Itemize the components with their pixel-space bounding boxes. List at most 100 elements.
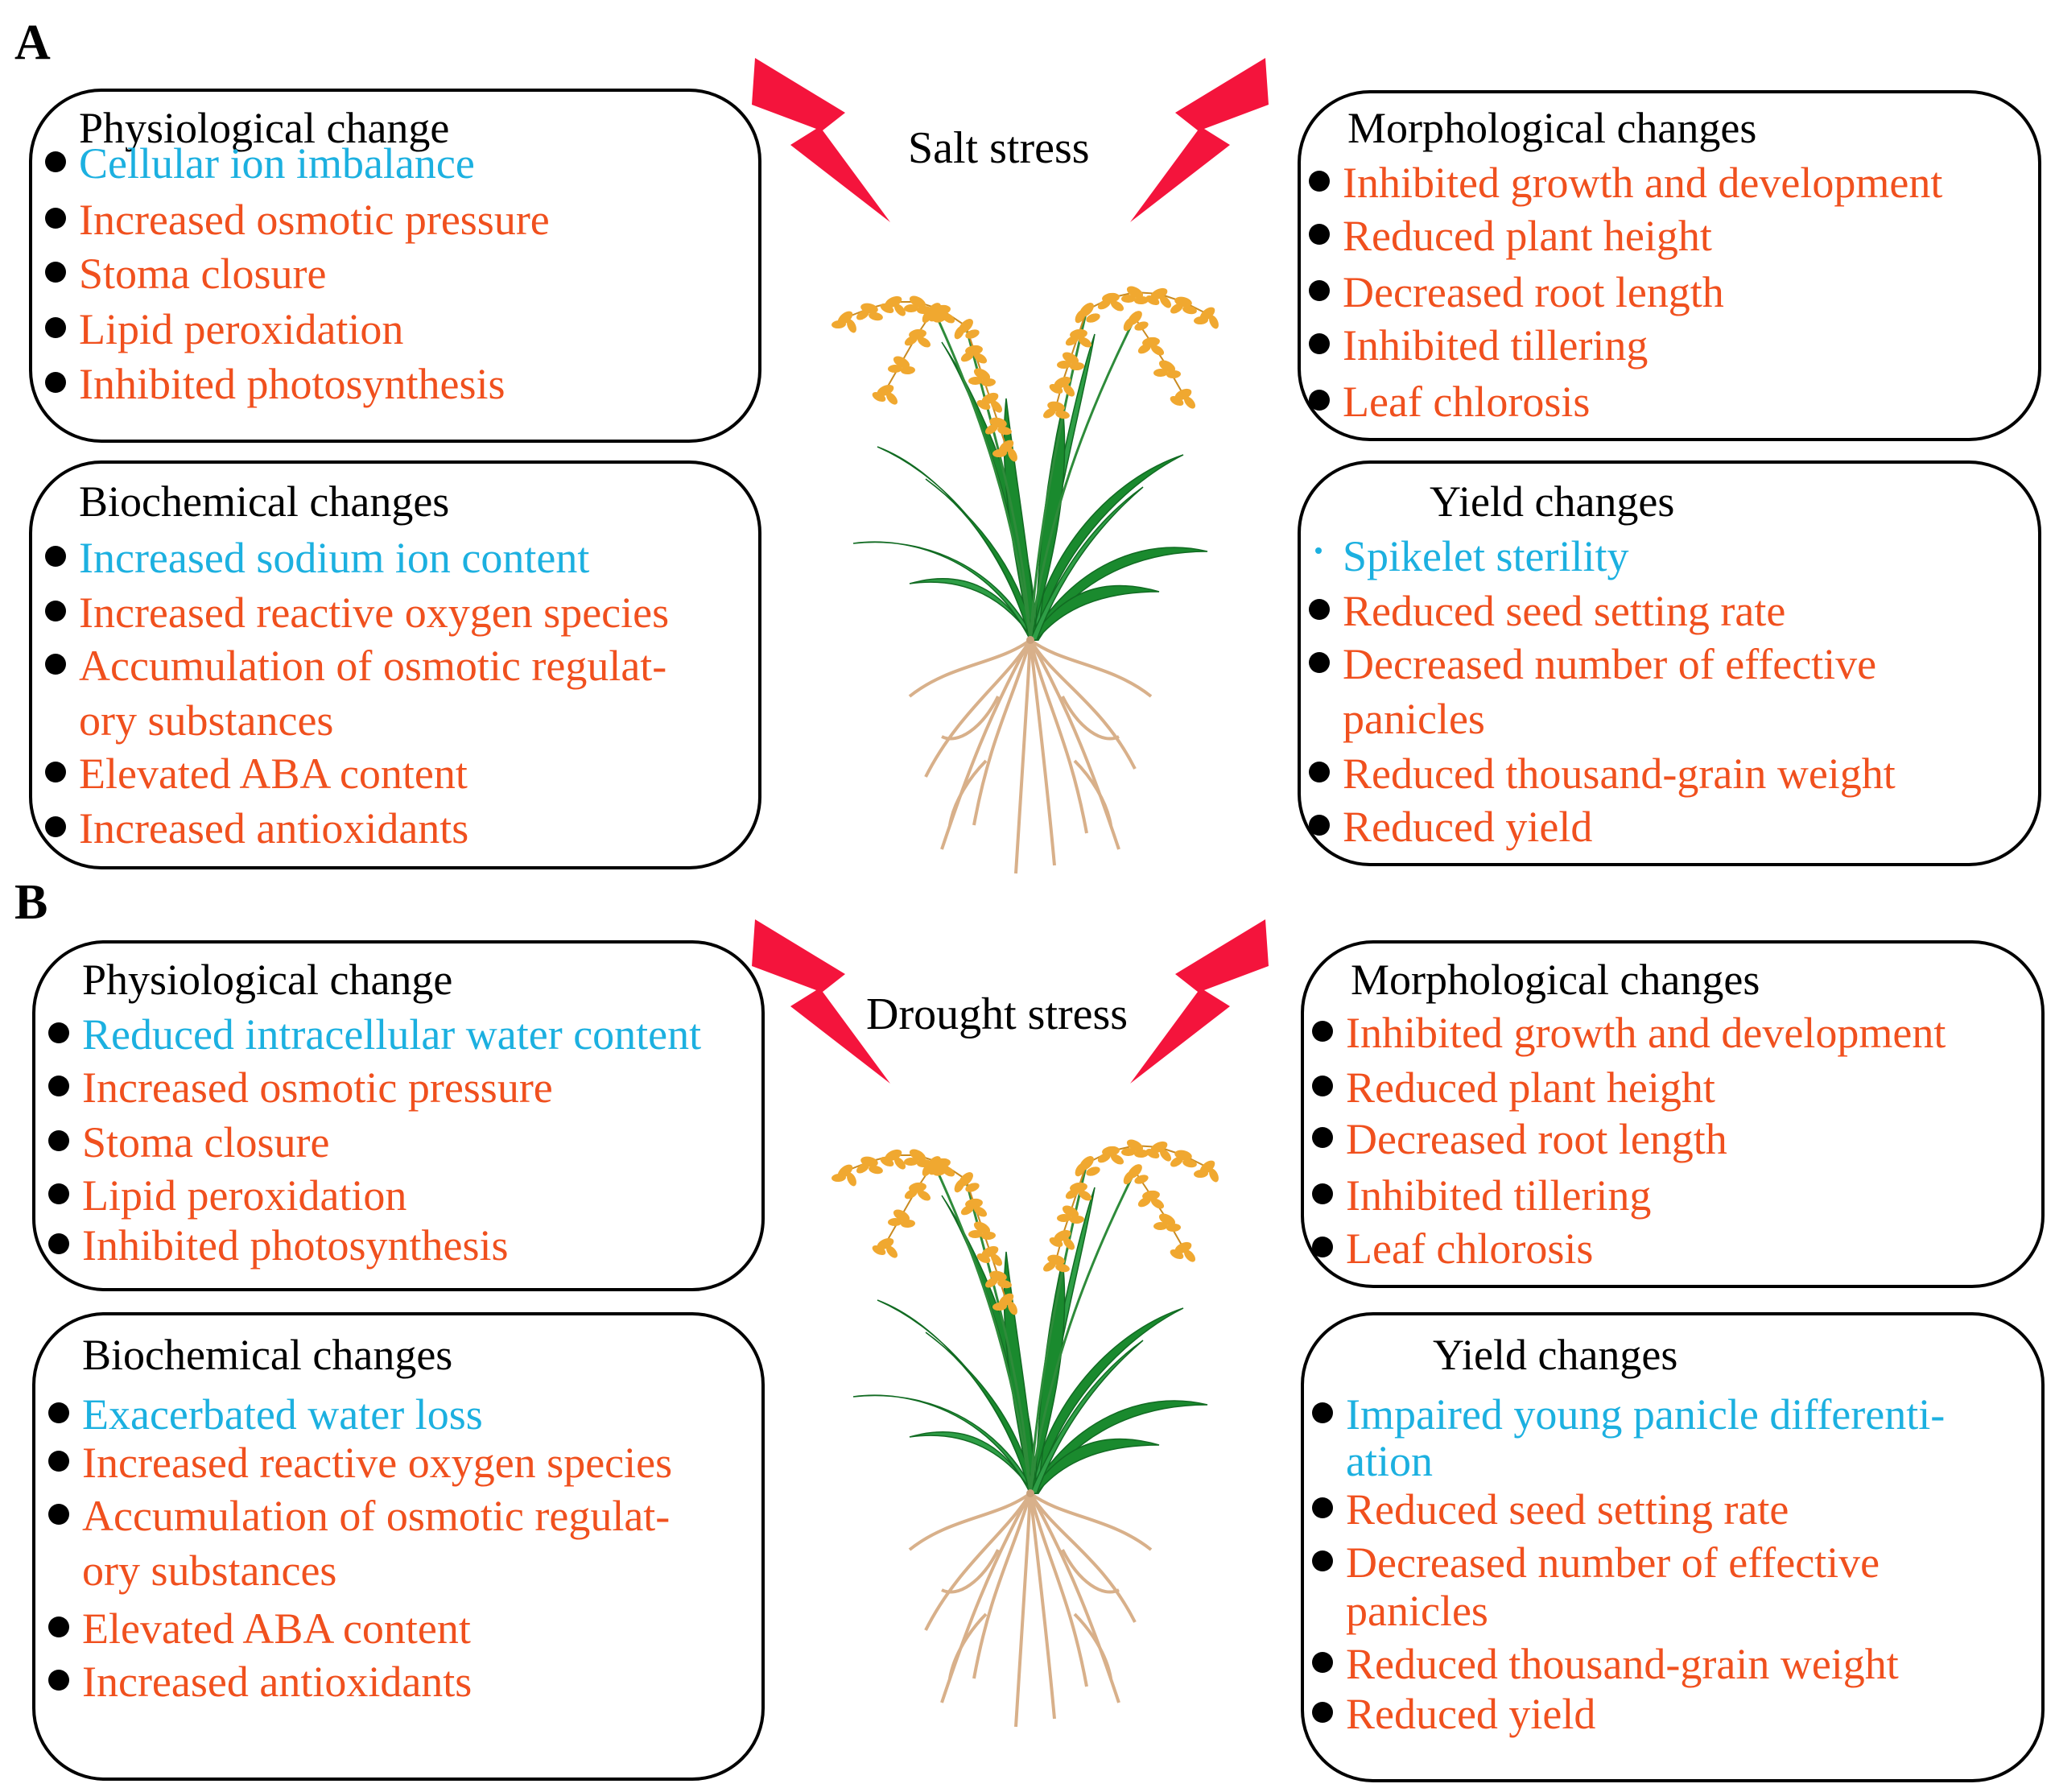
list-item-text: Inhibited growth and development xyxy=(1346,1009,1946,1057)
list-item: Reduced seed setting rate xyxy=(1312,1485,1789,1534)
list-item-text: Decreased root length xyxy=(1343,268,1724,316)
panel-b-stress-label: Drought stress xyxy=(866,989,1129,1039)
bullet-icon xyxy=(1312,1021,1333,1042)
bullet-icon xyxy=(1309,599,1330,620)
list-item-text: Stoma closure xyxy=(79,250,327,298)
list-item: Decreased number of effective xyxy=(1312,1538,1880,1587)
list-item: Increased antioxidants xyxy=(48,1658,472,1706)
list-item: Accumulation of osmotic regulat- xyxy=(48,1494,670,1538)
bullet-icon xyxy=(45,317,66,338)
panel-a-rice-plant-icon xyxy=(831,286,1219,874)
bullet-icon xyxy=(48,1022,69,1043)
list-item-text: Increased antioxidants xyxy=(82,1658,472,1706)
panel-b-biochemical-box: Biochemical changes Exacerbated water lo… xyxy=(32,1312,765,1781)
panel-a-physiological-title: Physiological change xyxy=(79,104,450,152)
list-item-text: Decreased root length xyxy=(1346,1115,1727,1163)
bullet-icon xyxy=(1312,1127,1333,1148)
list-item: Stoma closure xyxy=(45,250,327,298)
bullet-icon xyxy=(45,654,66,675)
bullet-icon xyxy=(48,1617,69,1637)
list-item: Reduced yield xyxy=(1312,1690,1596,1738)
bullet-icon xyxy=(48,1130,69,1151)
list-item: Exacerbated water loss xyxy=(48,1393,483,1436)
list-item-text: Reduced thousand-grain weight xyxy=(1346,1640,1899,1688)
panel-b-physiological-box: Physiological change Reduced intracellul… xyxy=(32,940,765,1291)
list-item-text: Cellular ion imbalance xyxy=(79,139,475,188)
list-item-text: Inhibited tillering xyxy=(1343,321,1649,370)
list-item-text: Accumulation of osmotic regulat- xyxy=(79,642,667,690)
panel-b-right-lightning-icon xyxy=(1130,919,1269,1084)
list-item-text: ory substances xyxy=(79,696,334,745)
list-item: Decreased root length xyxy=(1312,1115,1727,1163)
list-item: panicles xyxy=(1343,697,1485,741)
bullet-icon xyxy=(48,1451,69,1472)
list-item-text: Reduced plant height xyxy=(1346,1063,1715,1112)
list-item-text: Inhibited growth and development xyxy=(1343,159,1943,207)
list-item-text: Increased reactive oxygen species xyxy=(79,588,670,637)
list-item-text: Lipid peroxidation xyxy=(79,305,404,353)
panel-b-morphological-box: Morphological changes Inhibited growth a… xyxy=(1301,940,2045,1288)
bullet-icon xyxy=(45,208,66,229)
bullet-icon xyxy=(1312,1702,1333,1723)
list-item: Lipid peroxidation xyxy=(45,305,404,353)
list-item: Elevated ABA content xyxy=(48,1604,471,1653)
list-item: Decreased number of effective xyxy=(1309,640,1877,688)
list-item-text: Increased osmotic pressure xyxy=(82,1063,553,1112)
list-item: Increased osmotic pressure xyxy=(48,1063,553,1112)
bullet-icon xyxy=(45,372,66,393)
list-item: Cellular ion imbalance xyxy=(45,139,475,188)
list-item: Lipid peroxidation xyxy=(48,1174,406,1217)
list-item-text: Increased sodium ion content xyxy=(79,534,590,582)
bullet-icon xyxy=(1315,547,1322,554)
panel-b-letter: B xyxy=(14,875,48,930)
list-item: Inhibited tillering xyxy=(1312,1174,1651,1217)
list-item: ation xyxy=(1346,1439,1433,1483)
list-item-text: Decreased number of effective xyxy=(1343,640,1877,688)
bullet-icon xyxy=(48,1233,69,1254)
list-item-text: panicles xyxy=(1346,1587,1488,1635)
list-item-text: Reduced intracellular water content xyxy=(82,1010,702,1059)
list-item-text: Reduced seed setting rate xyxy=(1346,1485,1789,1534)
bullet-icon xyxy=(48,1670,69,1691)
list-item: ory substances xyxy=(79,699,333,742)
panel-a-yield-title: Yield changes xyxy=(1430,477,1675,526)
panel-b-yield-title: Yield changes xyxy=(1433,1331,1678,1379)
list-item-text: Reduced thousand-grain weight xyxy=(1343,749,1896,798)
list-item-text: Decreased number of effective xyxy=(1346,1538,1880,1587)
bullet-icon xyxy=(1312,1550,1333,1571)
list-item-text: panicles xyxy=(1343,695,1485,743)
list-item-text: Increased antioxidants xyxy=(79,804,469,853)
list-item-text: Leaf chlorosis xyxy=(1343,378,1591,426)
bullet-icon xyxy=(45,601,66,621)
bullet-icon xyxy=(48,1076,69,1096)
list-item-text: Reduced plant height xyxy=(1343,212,1712,260)
list-item-text: Increased osmotic pressure xyxy=(79,196,550,244)
panel-a-physiological-box: Physiological change Cellular ion imbala… xyxy=(29,89,761,443)
bullet-icon xyxy=(1309,280,1330,301)
list-item: Increased osmotic pressure xyxy=(45,196,550,244)
list-item: Reduced thousand-grain weight xyxy=(1309,749,1896,798)
list-item-text: Reduced yield xyxy=(1343,803,1593,851)
list-item-text: Inhibited photosynthesis xyxy=(79,360,505,408)
bullet-icon xyxy=(45,546,66,567)
bullet-icon xyxy=(1312,1652,1333,1673)
list-item: Inhibited photosynthesis xyxy=(45,360,505,408)
list-item: Reduced plant height xyxy=(1312,1063,1715,1112)
bullet-icon xyxy=(45,151,66,172)
bullet-icon xyxy=(45,816,66,837)
list-item-text: Reduced seed setting rate xyxy=(1343,587,1786,635)
bullet-icon xyxy=(1309,224,1330,245)
list-item: Inhibited growth and development xyxy=(1312,1009,1946,1057)
bullet-icon xyxy=(1312,1237,1333,1257)
bullet-icon xyxy=(48,1504,69,1525)
list-item-text: Impaired young panicle differenti- xyxy=(1346,1390,1946,1439)
bullet-icon xyxy=(48,1402,69,1423)
list-item: Spikelet sterility xyxy=(1315,535,1628,578)
bullet-icon xyxy=(45,762,66,782)
list-item: Inhibited growth and development xyxy=(1309,159,1943,207)
list-item: Reduced plant height xyxy=(1309,212,1712,260)
panel-b-yield-box: Yield changes Impaired young panicle dif… xyxy=(1301,1312,2045,1782)
list-item-text: Elevated ABA content xyxy=(79,749,468,798)
list-item-text: Elevated ABA content xyxy=(82,1604,471,1653)
list-item-text: Reduced yield xyxy=(1346,1690,1596,1738)
